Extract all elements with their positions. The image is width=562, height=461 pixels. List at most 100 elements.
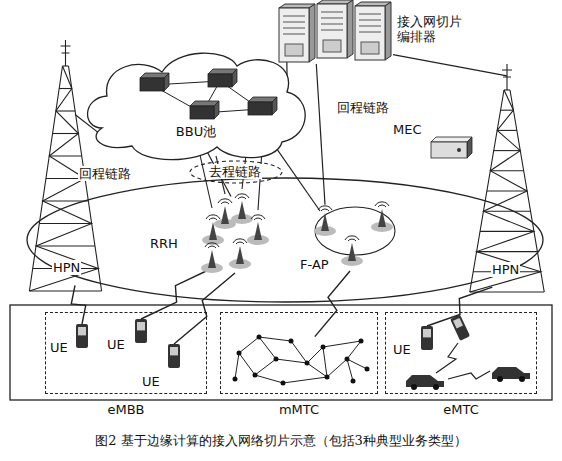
server-slot [321,18,343,19]
server-front [355,6,385,60]
antenna-waves [375,202,389,207]
mtc-device [345,357,350,362]
device-link [448,371,490,379]
antenna-icon [201,243,223,273]
mtc-link [327,359,347,377]
mtc-link [307,347,323,363]
server-slot [283,34,305,35]
server-slot [359,32,381,33]
network-element: 接入网切片编排器 [275,2,470,70]
mtc-device [325,375,330,380]
bbu-box [140,73,169,91]
server-panel [361,42,379,54]
mtc-device [351,379,356,384]
box-front [431,142,467,158]
mtc-link [347,359,367,369]
node-label: MEC [393,122,422,137]
mtc-link [283,377,327,383]
user-equipment: UE [140,342,190,392]
servers-icon [275,2,393,64]
server-slot [321,30,343,31]
mtc-device [257,335,262,340]
link-label: 回程链路 [78,166,132,181]
node-label: eMBB [45,402,207,417]
network-element: RRH [150,188,275,273]
device-link [436,343,458,373]
node-label: 接入网切片编排器 [397,14,467,44]
node-label: UE [107,337,125,352]
phone-icon [76,324,88,348]
phone-body [168,344,180,368]
slice-box: UE eMTC [385,312,539,420]
mtc-link [291,341,307,363]
antenna-waves [345,236,359,241]
antenna-icon [371,202,393,232]
antenna-body [208,250,216,268]
server-icon [279,4,315,62]
wireless-link [174,273,235,344]
box-side [164,73,169,91]
mtc-link [259,337,291,341]
cloud-outline [88,53,306,159]
user-equipment: UE [50,322,92,362]
slice-frame [45,312,207,394]
node-label: mMTC [220,402,378,417]
server-panel [323,40,341,52]
bbu-box [248,97,277,115]
antenna-body [348,243,356,261]
tower-icon [458,62,556,294]
server-front [317,4,347,58]
node-label: RRH [150,236,178,251]
box-front [248,102,272,115]
node-label: BBU池 [82,124,310,139]
box-top [431,137,472,142]
mtc-link [255,359,276,375]
figure-caption: 图2 基于边缘计算的接入网络切片示意（包括3种典型业务类型） [0,433,562,449]
phone-icon [135,319,147,343]
antenna-body [221,206,229,224]
server-side [385,2,391,60]
node-label: UE [50,340,68,355]
server-slot [283,22,305,23]
antenna-waves [233,239,247,244]
mtc-link [347,341,361,359]
box-side [467,137,472,158]
bbu-box [190,101,219,119]
antenna-icon [229,239,251,269]
server-slot [321,12,343,13]
server-slot [359,26,381,27]
antenna-waves [206,215,220,220]
node-label: HPN [491,262,520,277]
antenna-icon [202,215,224,245]
node-label: eMTC [385,402,537,417]
fronthaul-lines [200,150,262,210]
terminal-area [10,305,552,400]
node-label: UE [142,374,160,389]
network-element: HPN [458,62,556,294]
phone-screen [170,347,178,355]
mtc-link [323,347,327,377]
rrh-icon [195,188,275,273]
box-front [190,106,214,119]
car-icon [492,367,530,382]
server-icon [355,2,391,60]
car-wheel [519,376,525,382]
box-front [208,74,232,87]
mtc-link [255,375,283,383]
user-equipment: UE [393,324,438,364]
mtc-link [235,353,239,379]
link-label: 回程链路 [336,100,390,115]
mtc-device [237,351,242,356]
phone-screen [423,329,431,337]
mtc-device [281,381,286,386]
node-label: F-AP [300,257,329,272]
mtc-device [305,361,310,366]
phone-body [421,326,433,350]
network-element: F-AP [300,195,400,275]
car-wheel [497,376,503,382]
server-icon [317,0,353,58]
coverage-ellipse [27,178,543,302]
mtc-link [347,359,353,381]
mtc-device [365,367,370,372]
